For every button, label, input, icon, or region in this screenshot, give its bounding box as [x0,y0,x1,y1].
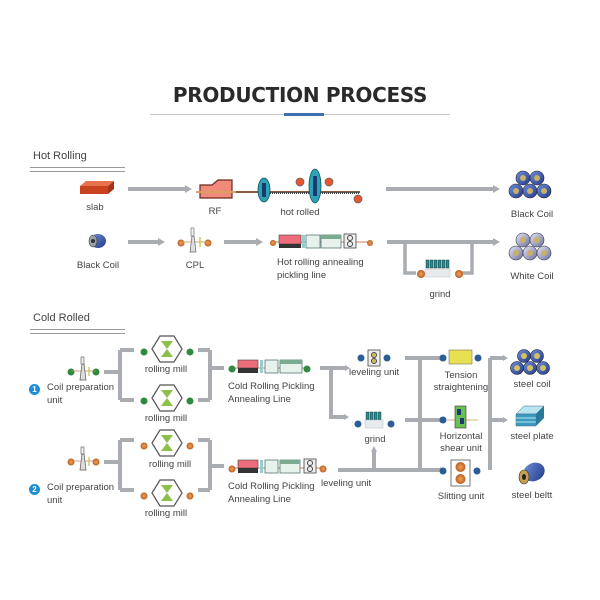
rolling-mill-icon [140,479,194,507]
page-title: PRODUCTION PROCESS [172,83,428,107]
tension-straightening-label-2: straightening [433,382,489,393]
coil-prep-unit-1-label-1: Coil preparation [47,382,115,393]
horizontal-shear-label-1: Horizontal [439,431,483,442]
cpl-icon [177,227,212,253]
tension-straightening-icon [439,349,482,365]
hot-rolling-annealing-pickling-line-icon [270,233,373,249]
horizontal-shear-label-2: shear unit [440,443,482,454]
slitting-unit-icon [439,459,481,487]
rolling-mill-label: rolling mill [148,459,192,470]
grind-icon [354,411,395,429]
steel-coil-label: steel coil [513,379,551,390]
steel-coil-icon [510,349,550,375]
hot-rolling-annealing-label-2: pickling line [277,270,327,281]
pipes-mills-to-pickling [198,348,224,492]
horizontal-shear-unit-icon [439,405,478,429]
grind-label-cold: grind [364,434,386,445]
white-coil-label: White Coil [510,271,554,282]
slab-label: slab [86,202,104,213]
coil-prep-unit-2-label-1: Coil preparation [47,482,115,493]
rolling-mill-label: rolling mill [144,413,188,424]
pickling-line-2-label-2: Annealing Line [228,494,291,505]
rolling-mill-label: rolling mill [144,364,188,375]
coil-preparation-unit-1-icon [67,356,100,381]
cpl-label: CPL [185,260,205,271]
arrow-head [185,185,192,193]
rolling-mill-icons [140,335,194,507]
rf-label: RF [208,206,222,217]
leveling-unit-icon [357,349,391,367]
hot-rolled-mill-icon [236,168,363,204]
hot-rolling-heading: Hot Rolling [33,150,87,162]
hot-rolling-annealing-label-1: Hot rolling annealing [277,257,364,268]
coil-prep-unit-1-label-2: unit [47,395,63,406]
hot-rolling-rule [30,167,125,172]
step-badge-2: 2 [29,484,40,495]
grind-bypass-loop [387,238,500,275]
steel-belt-icon [518,462,545,485]
rolling-mill-icon [140,335,194,363]
steel-plate-icon [515,405,545,427]
black-coil-label-left: Black Coil [76,260,120,271]
coil-prep-unit-2-label-2: unit [47,495,63,506]
leveling-unit-2-label: leveling unit [321,478,372,489]
step-badge-1: 1 [29,384,40,395]
hot-rolled-label: hot rolled [280,207,320,218]
cold-rolling-pickling-line-1-icon [228,359,311,374]
cold-rolling-pickling-line-2-icon [228,458,327,474]
rolling-mill-icon [140,429,194,457]
steel-belt-label: steel beltt [511,490,553,501]
rolling-mill-icon [140,384,194,412]
pipes-pickling-to-leveling-grind [320,365,420,472]
steel-plate-label: steel plate [510,431,554,442]
black-coil-icon [88,234,106,248]
grind-icon [417,259,463,278]
tension-straightening-label-1: Tension [444,370,478,381]
slitting-unit-label: Slitting unit [437,491,485,502]
pickling-line-1-label-2: Annealing Line [228,394,291,405]
rf-furnace-icon [196,179,238,199]
slab-icon [80,181,114,194]
pickling-line-1-label-1: Cold Rolling Pickling [228,381,315,392]
pipes-to-products [488,355,508,470]
black-coil-stack-icon [508,170,552,199]
pipes-prep-to-mills [104,348,134,492]
leveling-unit-1-label: leveling unit [349,367,400,378]
rolling-mill-label: rolling mill [144,508,188,519]
coil-preparation-unit-2-icon [67,446,100,471]
grind-label-hot: grind [429,289,451,300]
black-coil-label-right: Black Coil [510,209,554,220]
cold-rolled-rule [30,329,125,334]
title-accent-bar [284,113,324,116]
white-coil-stack-icon [508,232,552,261]
cold-rolled-heading: Cold Rolled [33,312,90,324]
pickling-line-2-label-1: Cold Rolling Pickling [228,481,315,492]
